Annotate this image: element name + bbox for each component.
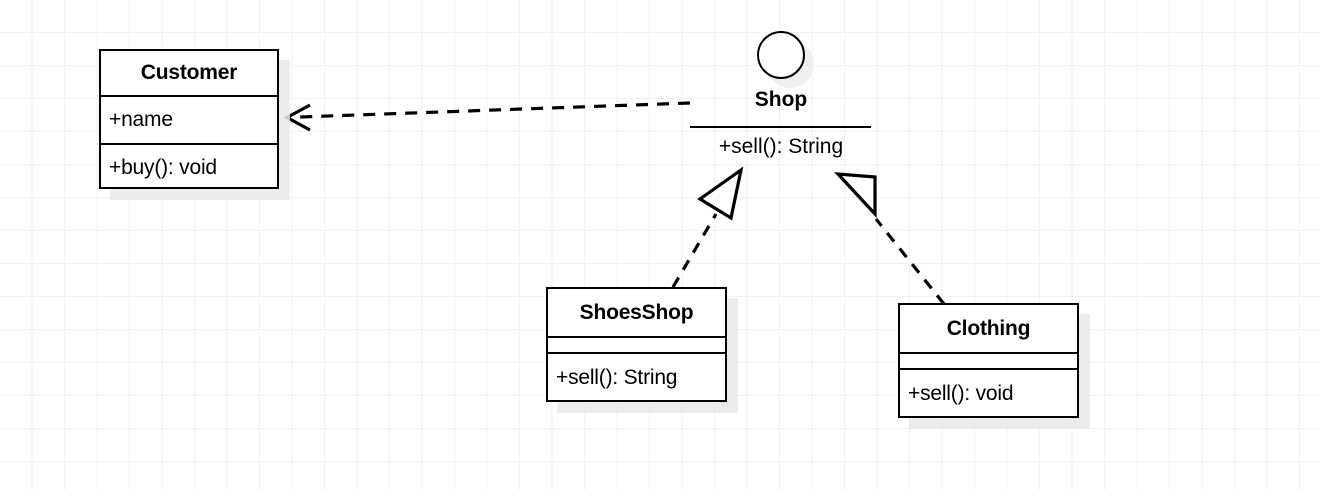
uml-class-customer[interactable]: Customer +name +buy(): void (99, 49, 279, 189)
uml-class-shoesshop[interactable]: ShoesShop +sell(): String (546, 287, 727, 402)
uml-interface-shop[interactable]: Shop +sell(): String (671, 26, 891, 171)
interface-divider (690, 126, 871, 128)
class-operation-customer-buy: +buy(): void (109, 155, 217, 179)
dependency-line (299, 101, 691, 119)
class-attributes-empty-shoesshop (548, 338, 725, 352)
class-operation-shoesshop-sell: +sell(): String (556, 366, 678, 389)
compartment-divider (548, 352, 725, 354)
dependency-shop-to-customer (283, 101, 691, 132)
compartment-divider (900, 352, 1077, 354)
class-name-shoesshop: ShoesShop (579, 300, 694, 324)
interface-name-shop: Shop (754, 88, 808, 111)
hollow-triangle-icon (697, 166, 744, 221)
compartment-divider (548, 336, 725, 338)
uml-class-clothing[interactable]: Clothing +sell(): void (898, 303, 1079, 418)
class-attribute-customer-name: +name (109, 108, 173, 131)
compartment-divider (101, 143, 277, 145)
class-operation-clothing-sell: +sell(): void (908, 382, 1014, 405)
realization-line-clothing (874, 218, 946, 305)
compartment-divider (101, 95, 277, 97)
open-arrowhead-icon (283, 103, 311, 132)
interface-operation-shop-sell: +sell(): String (718, 135, 844, 158)
class-name-customer: Customer (140, 61, 238, 84)
class-name-clothing: Clothing (946, 316, 1031, 340)
interface-circle-icon (757, 31, 805, 79)
class-attributes-empty-clothing (900, 354, 1077, 368)
realization-line-shoesshop (671, 213, 718, 288)
realization-shoesshop-to-shop (671, 166, 744, 288)
realization-clothing-to-shop (834, 172, 946, 305)
compartment-divider (900, 368, 1077, 370)
hollow-triangle-icon (834, 172, 877, 219)
